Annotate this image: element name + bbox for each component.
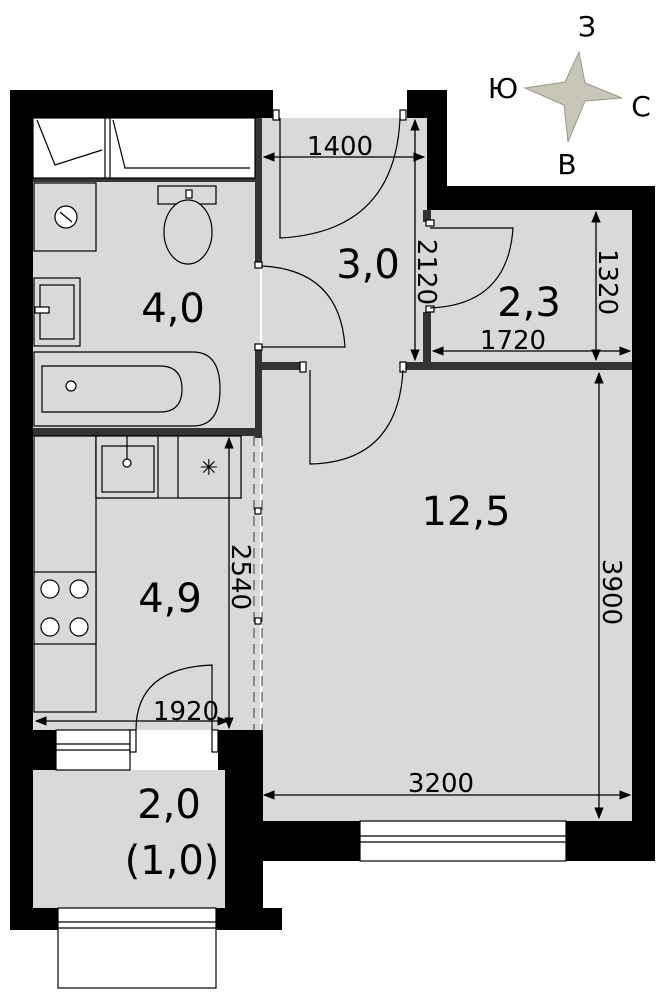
washing-machine [33,182,97,252]
kitchen-area: 4,9 [138,576,202,622]
living-area: 12,5 [421,489,510,535]
dim-kitchen-width: 1920 [153,697,219,727]
dim-kitchen-length: 2540 [225,544,255,610]
exterior-walls [10,90,655,930]
compass-top: З [578,10,596,43]
window-frame [57,907,217,989]
storage-door [425,219,514,313]
living-window [359,820,567,862]
dim-storage-height: 1320 [592,249,622,315]
compass-icon [523,50,623,143]
wall [632,186,655,861]
kitchen-fixtures: ✳ [33,435,242,713]
wall [10,90,273,118]
wall [10,90,33,730]
window-frame [32,117,256,179]
balcony-window [57,907,217,989]
dim-storage-width: 1720 [480,326,546,356]
wall [10,908,60,930]
room-floors [33,118,632,910]
wall [10,730,58,770]
dimension-labels: 1400 2120 1320 1720 3900 3200 2540 1920 [153,132,626,799]
compass-bottom: В [557,148,576,181]
partition [255,348,262,438]
balcony-floor [33,770,225,910]
wall [566,821,655,861]
bathroom-windows [32,117,256,179]
kitchen-balcony-door [55,664,219,771]
living-door [299,361,407,465]
area-labels: 4,0 3,0 2,3 12,5 4,9 2,0 (1,0) [125,242,561,884]
storage-area: 2,3 [497,280,561,326]
partitions [33,118,632,438]
partition [423,312,431,368]
dim-hall-width: 1400 [307,132,373,162]
toilet-bowl [163,199,213,265]
living-floor [262,368,632,821]
partition [255,118,262,263]
svg-text:✳: ✳ [200,456,218,481]
wall [262,821,360,861]
compass-left: Ю [488,72,518,105]
balcony-area: 2,0 [137,782,201,828]
entrance-door [272,109,407,239]
wall [427,186,655,210]
open-partition [253,436,263,730]
partition [262,362,302,370]
bathroom-fixtures [33,182,221,427]
hall-area: 3,0 [336,242,400,288]
balcony-area-reduced: (1,0) [125,838,220,884]
bathroom-area: 4,0 [141,286,205,332]
compass-right: С [631,90,651,123]
wall [10,770,33,930]
wall [407,90,447,118]
dim-hall-length: 2120 [411,239,441,305]
partition [423,210,431,222]
partition [33,176,260,182]
partition [405,362,632,370]
dimension-lines [34,118,632,820]
wall [218,730,263,770]
compass: З Ю С В [488,10,651,181]
dim-living-height: 3900 [596,559,626,625]
window-frame [359,820,567,862]
bathroom-door [254,261,346,351]
partition [33,428,260,436]
dim-living-width: 3200 [408,769,474,799]
